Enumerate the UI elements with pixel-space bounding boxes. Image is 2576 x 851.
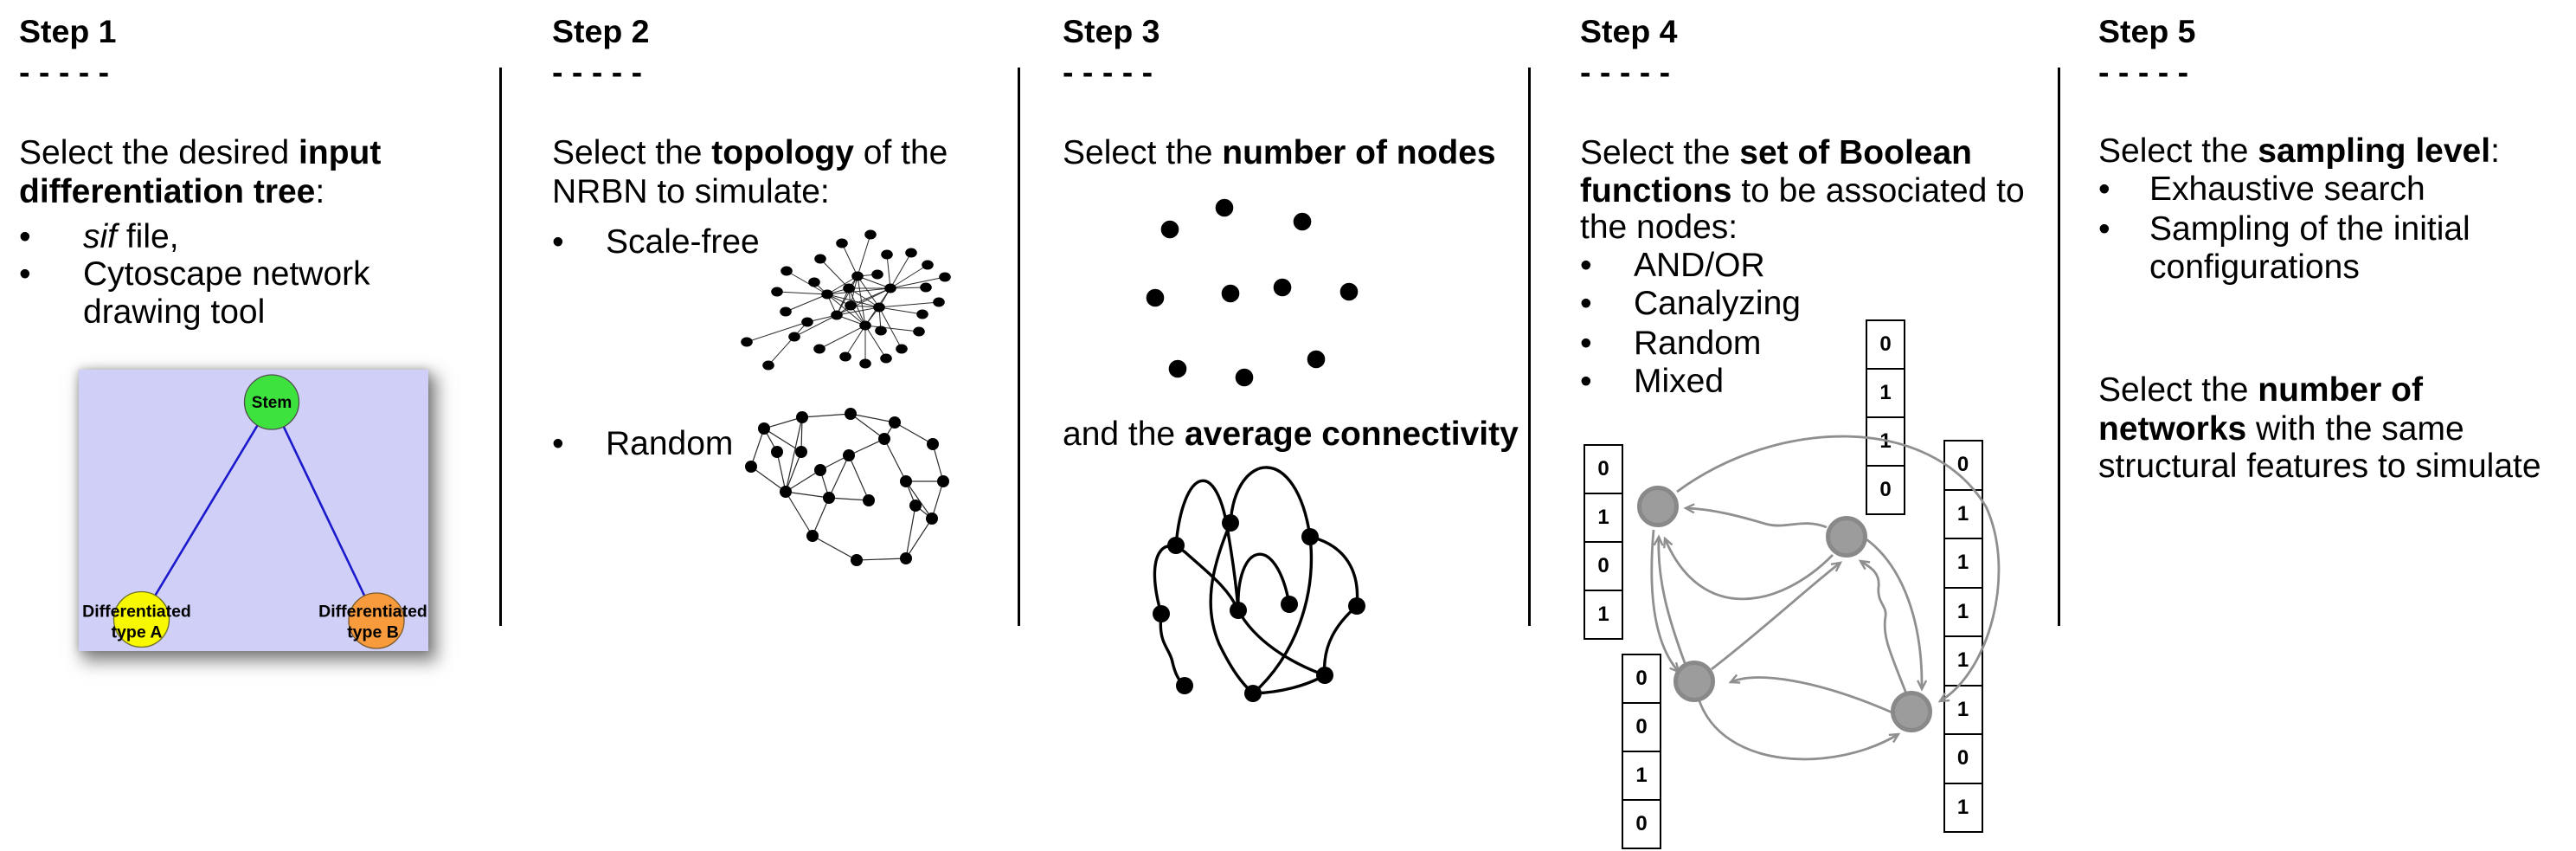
svg-text:Differentiated: Differentiated bbox=[318, 603, 427, 622]
svg-text:Differentiated: Differentiated bbox=[82, 603, 191, 622]
svg-text:Stem: Stem bbox=[252, 394, 292, 412]
svg-text:type A: type A bbox=[112, 623, 163, 642]
svg-text:type B: type B bbox=[347, 623, 399, 642]
